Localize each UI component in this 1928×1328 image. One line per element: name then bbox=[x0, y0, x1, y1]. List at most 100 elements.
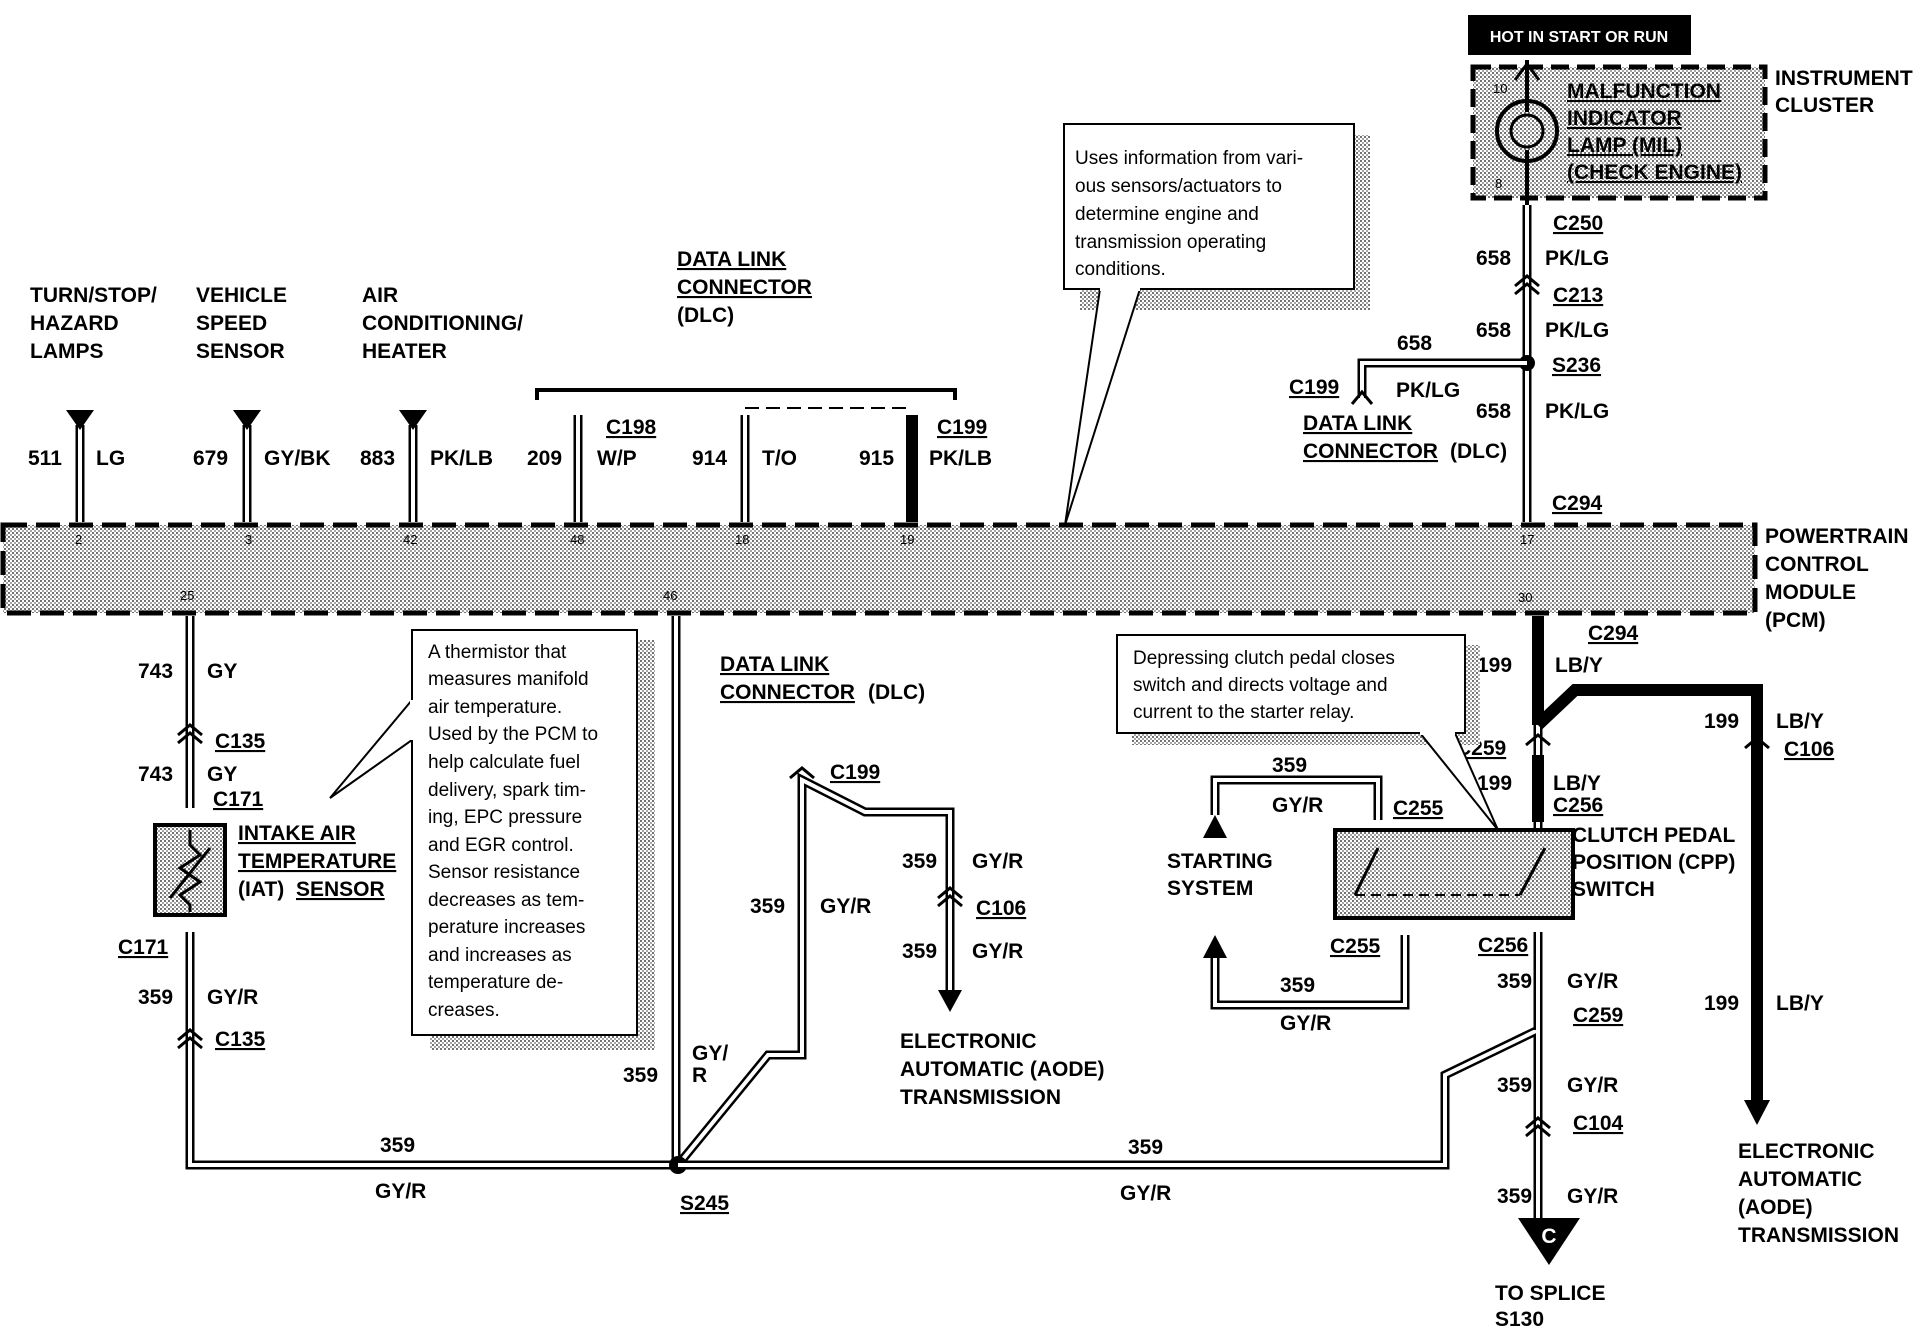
svg-text:GY/R: GY/R bbox=[1567, 1185, 1618, 1208]
svg-text:359: 359 bbox=[1497, 970, 1532, 993]
svg-text:INDICATOR: INDICATOR bbox=[1567, 107, 1682, 130]
svg-text:TURN/STOP/: TURN/STOP/ bbox=[30, 284, 157, 307]
svg-text:and EGR control.: and EGR control. bbox=[428, 835, 574, 856]
svg-text:GY/: GY/ bbox=[692, 1042, 728, 1065]
svg-text:359: 359 bbox=[623, 1064, 658, 1087]
svg-text:INSTRUMENT: INSTRUMENT bbox=[1775, 67, 1913, 90]
lby-circuit: C294 199 LB/Y C259 199 LB/Y C256 199 LB/… bbox=[1456, 616, 1899, 1247]
svg-text:CONNECTOR: CONNECTOR bbox=[720, 681, 855, 704]
top-labels: TURN/STOP/ HAZARD LAMPS VEHICLE SPEED SE… bbox=[28, 212, 1609, 515]
svg-text:SENSOR: SENSOR bbox=[196, 340, 285, 363]
svg-text:359: 359 bbox=[1280, 974, 1315, 997]
middle-circuit: S245 359 GY/ R DATA LINK CONNECTOR (DLC)… bbox=[623, 616, 1105, 1215]
svg-text:VEHICLE: VEHICLE bbox=[196, 284, 287, 307]
svg-text:C135: C135 bbox=[215, 1028, 266, 1051]
instrument-cluster: 10 8 MALFUNCTION INDICATOR LAMP (MIL) (C… bbox=[1470, 60, 1913, 205]
svg-text:359: 359 bbox=[1497, 1074, 1532, 1097]
svg-text:679: 679 bbox=[193, 447, 228, 470]
arrow-icon bbox=[233, 410, 261, 430]
svg-text:GY/R: GY/R bbox=[375, 1180, 426, 1203]
cpp-switch: CLUTCH PEDAL POSITION (CPP) SWITCH START… bbox=[1167, 616, 1735, 1035]
svg-text:PK/LG: PK/LG bbox=[1545, 247, 1609, 270]
svg-text:359: 359 bbox=[138, 986, 173, 1009]
svg-text:DATA LINK: DATA LINK bbox=[720, 653, 829, 676]
svg-text:C106: C106 bbox=[976, 897, 1026, 920]
arrow-up-icon bbox=[1203, 815, 1227, 838]
svg-text:TRANSMISSION: TRANSMISSION bbox=[900, 1086, 1061, 1109]
svg-text:CONNECTOR: CONNECTOR bbox=[677, 276, 812, 299]
svg-text:HEATER: HEATER bbox=[362, 340, 447, 363]
svg-text:359: 359 bbox=[1272, 754, 1307, 777]
arrow-icon bbox=[66, 410, 94, 430]
svg-text:10: 10 bbox=[1493, 81, 1507, 96]
svg-text:decreases as tem-: decreases as tem- bbox=[428, 890, 584, 911]
svg-text:perature increases: perature increases bbox=[428, 917, 585, 938]
svg-text:C199: C199 bbox=[937, 416, 987, 439]
svg-text:CONNECTOR: CONNECTOR bbox=[1303, 440, 1438, 463]
svg-text:GY/R: GY/R bbox=[972, 940, 1023, 963]
svg-text:C199: C199 bbox=[830, 761, 880, 784]
svg-text:(DLC): (DLC) bbox=[677, 304, 734, 327]
svg-text:C294: C294 bbox=[1552, 492, 1603, 515]
svg-text:ing, EPC pressure: ing, EPC pressure bbox=[428, 807, 582, 828]
svg-text:199: 199 bbox=[1704, 992, 1739, 1015]
svg-text:S245: S245 bbox=[680, 1192, 729, 1215]
svg-text:DATA LINK: DATA LINK bbox=[677, 248, 786, 271]
svg-text:30: 30 bbox=[1518, 590, 1532, 605]
svg-text:ous sensors/actuators to: ous sensors/actuators to bbox=[1075, 176, 1282, 197]
iat-note: A thermistor that measures manifold air … bbox=[329, 629, 655, 1050]
svg-text:C250: C250 bbox=[1553, 212, 1603, 235]
svg-text:AUTOMATIC: AUTOMATIC bbox=[1738, 1168, 1862, 1191]
svg-text:Sensor resistance: Sensor resistance bbox=[428, 862, 580, 883]
svg-text:determine engine and: determine engine and bbox=[1075, 204, 1259, 225]
svg-text:359: 359 bbox=[902, 850, 937, 873]
svg-text:ELECTRONIC: ELECTRONIC bbox=[900, 1030, 1037, 1053]
svg-text:PK/LG: PK/LG bbox=[1545, 400, 1609, 423]
svg-text:42: 42 bbox=[403, 532, 417, 547]
svg-text:658: 658 bbox=[1476, 247, 1511, 270]
svg-text:S236: S236 bbox=[1552, 354, 1601, 377]
svg-text:MALFUNCTION: MALFUNCTION bbox=[1567, 80, 1721, 103]
svg-text:GY/BK: GY/BK bbox=[264, 447, 331, 470]
svg-text:914: 914 bbox=[692, 447, 727, 470]
svg-text:C199: C199 bbox=[1289, 376, 1339, 399]
svg-text:C: C bbox=[1541, 1225, 1556, 1248]
svg-text:W/P: W/P bbox=[597, 447, 637, 470]
svg-text:DATA LINK: DATA LINK bbox=[1303, 412, 1412, 435]
svg-text:and increases as: and increases as bbox=[428, 945, 572, 966]
svg-text:TRANSMISSION: TRANSMISSION bbox=[1738, 1224, 1899, 1247]
svg-text:883: 883 bbox=[360, 447, 395, 470]
svg-text:delivery, spark tim-: delivery, spark tim- bbox=[428, 780, 586, 801]
svg-text:SENSOR: SENSOR bbox=[296, 878, 385, 901]
iat-sensor-circuit: 743 GY C135 743 GY C171 INTAKE AIR TEMPE… bbox=[118, 616, 678, 1203]
svg-text:GY/R: GY/R bbox=[1272, 794, 1323, 817]
svg-text:359: 359 bbox=[902, 940, 937, 963]
svg-text:C198: C198 bbox=[606, 416, 657, 439]
svg-text:C255: C255 bbox=[1393, 797, 1444, 820]
svg-text:transmission operating: transmission operating bbox=[1075, 232, 1266, 253]
svg-text:658: 658 bbox=[1476, 319, 1511, 342]
svg-text:C135: C135 bbox=[215, 730, 266, 753]
svg-text:temperature de-: temperature de- bbox=[428, 972, 563, 993]
svg-text:C171: C171 bbox=[213, 788, 264, 811]
svg-text:AIR: AIR bbox=[362, 284, 398, 307]
svg-text:LB/Y: LB/Y bbox=[1776, 710, 1824, 733]
svg-text:HAZARD: HAZARD bbox=[30, 312, 119, 335]
svg-text:air temperature.: air temperature. bbox=[428, 697, 562, 718]
svg-text:GY/R: GY/R bbox=[972, 850, 1023, 873]
svg-text:switch and directs voltage and: switch and directs voltage and bbox=[1133, 675, 1388, 696]
svg-text:CLUSTER: CLUSTER bbox=[1775, 94, 1874, 117]
svg-text:658: 658 bbox=[1476, 400, 1511, 423]
svg-text:511: 511 bbox=[28, 447, 62, 470]
svg-text:GY/R: GY/R bbox=[1567, 970, 1618, 993]
cpp-circuit: C 359 GY/R C256 359 GY/R C259 359 GY/R C… bbox=[678, 932, 1624, 1328]
svg-text:GY/R: GY/R bbox=[1280, 1012, 1331, 1035]
svg-text:48: 48 bbox=[570, 532, 584, 547]
svg-text:C104: C104 bbox=[1573, 1112, 1624, 1135]
svg-text:CONDITIONING/: CONDITIONING/ bbox=[362, 312, 523, 335]
svg-text:C259: C259 bbox=[1573, 1004, 1623, 1027]
svg-text:LAMP (MIL): LAMP (MIL) bbox=[1567, 134, 1682, 157]
svg-text:SPEED: SPEED bbox=[196, 312, 267, 335]
arrow-up-icon bbox=[1203, 935, 1227, 958]
svg-text:TO SPLICE: TO SPLICE bbox=[1495, 1282, 1605, 1305]
